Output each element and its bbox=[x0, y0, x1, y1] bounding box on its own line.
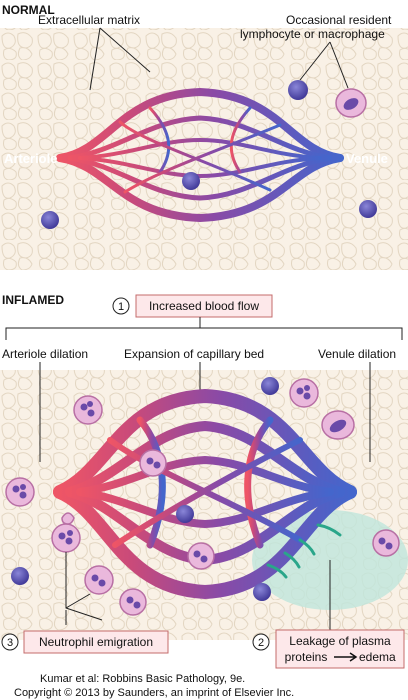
step2-callout: 2 Leakage of plasma proteins edema bbox=[252, 629, 405, 669]
emigrating-neutrophil bbox=[61, 512, 75, 525]
extracellular-matrix-label: Extracellular matrix bbox=[38, 13, 140, 27]
plasma-leakage-arrows bbox=[266, 523, 342, 579]
credit-line1: Kumar et al: Robbins Basic Pathology, 9e… bbox=[40, 673, 245, 685]
neutrophil bbox=[139, 449, 167, 477]
step2-label-line2a: proteins bbox=[285, 650, 328, 664]
resident-cell-label-line2: lymphocyte or macrophage bbox=[240, 27, 385, 41]
capillary-expansion-label: Expansion of capillary bed bbox=[124, 347, 264, 361]
step1-bracket bbox=[5, 317, 403, 340]
normal-leader-lines bbox=[89, 27, 349, 91]
inflamed-heading: INFLAMED bbox=[2, 293, 64, 307]
step3-label: Neutrophil emigration bbox=[39, 635, 153, 649]
macrophage bbox=[321, 410, 355, 440]
step2-label-line2b: edema bbox=[359, 650, 396, 664]
tissue-lymphocyte bbox=[182, 172, 200, 190]
resident-cell-label-line1: Occasional resident bbox=[286, 13, 392, 27]
normal-capillary-network bbox=[0, 87, 408, 223]
neutrophil bbox=[5, 477, 35, 507]
neutrophil-nuclei bbox=[12, 385, 393, 609]
resident-lymphocyte bbox=[288, 80, 308, 100]
arteriole-dilation-label: Arteriole dilation bbox=[2, 347, 88, 361]
credit-line2: Copyright © 2013 by Saunders, an imprint… bbox=[14, 687, 294, 699]
step2-number: 2 bbox=[258, 637, 264, 649]
venule-label: Venule bbox=[346, 151, 388, 166]
neutrophil bbox=[73, 395, 103, 425]
inflamed-lymphocytes bbox=[11, 377, 279, 601]
arrow-icon bbox=[334, 652, 358, 662]
resident-macrophage bbox=[335, 88, 367, 118]
neutrophils bbox=[5, 378, 400, 616]
step1-callout: 1 Increased blood flow bbox=[112, 294, 273, 318]
step3-number: 3 bbox=[7, 637, 13, 649]
step1-number: 1 bbox=[118, 301, 124, 313]
neutrophil bbox=[289, 378, 319, 408]
neutrophil bbox=[84, 565, 114, 595]
step2-label-line1: Leakage of plasma bbox=[289, 634, 391, 648]
neutrophil bbox=[119, 588, 147, 616]
arteriole-label: Arteriole bbox=[4, 151, 57, 166]
step3-callout: 3 Neutrophil emigration bbox=[1, 630, 169, 654]
tissue-lymphocyte bbox=[41, 211, 59, 229]
tissue-lymphocyte bbox=[359, 200, 377, 218]
neutrophil bbox=[187, 542, 215, 570]
neutrophil bbox=[372, 529, 400, 557]
neutrophil bbox=[51, 523, 81, 553]
normal-heading: NORMAL bbox=[2, 3, 55, 17]
step3-leaders bbox=[65, 552, 103, 625]
venule-dilation-label: Venule dilation bbox=[318, 347, 396, 361]
step1-label: Increased blood flow bbox=[149, 299, 259, 313]
